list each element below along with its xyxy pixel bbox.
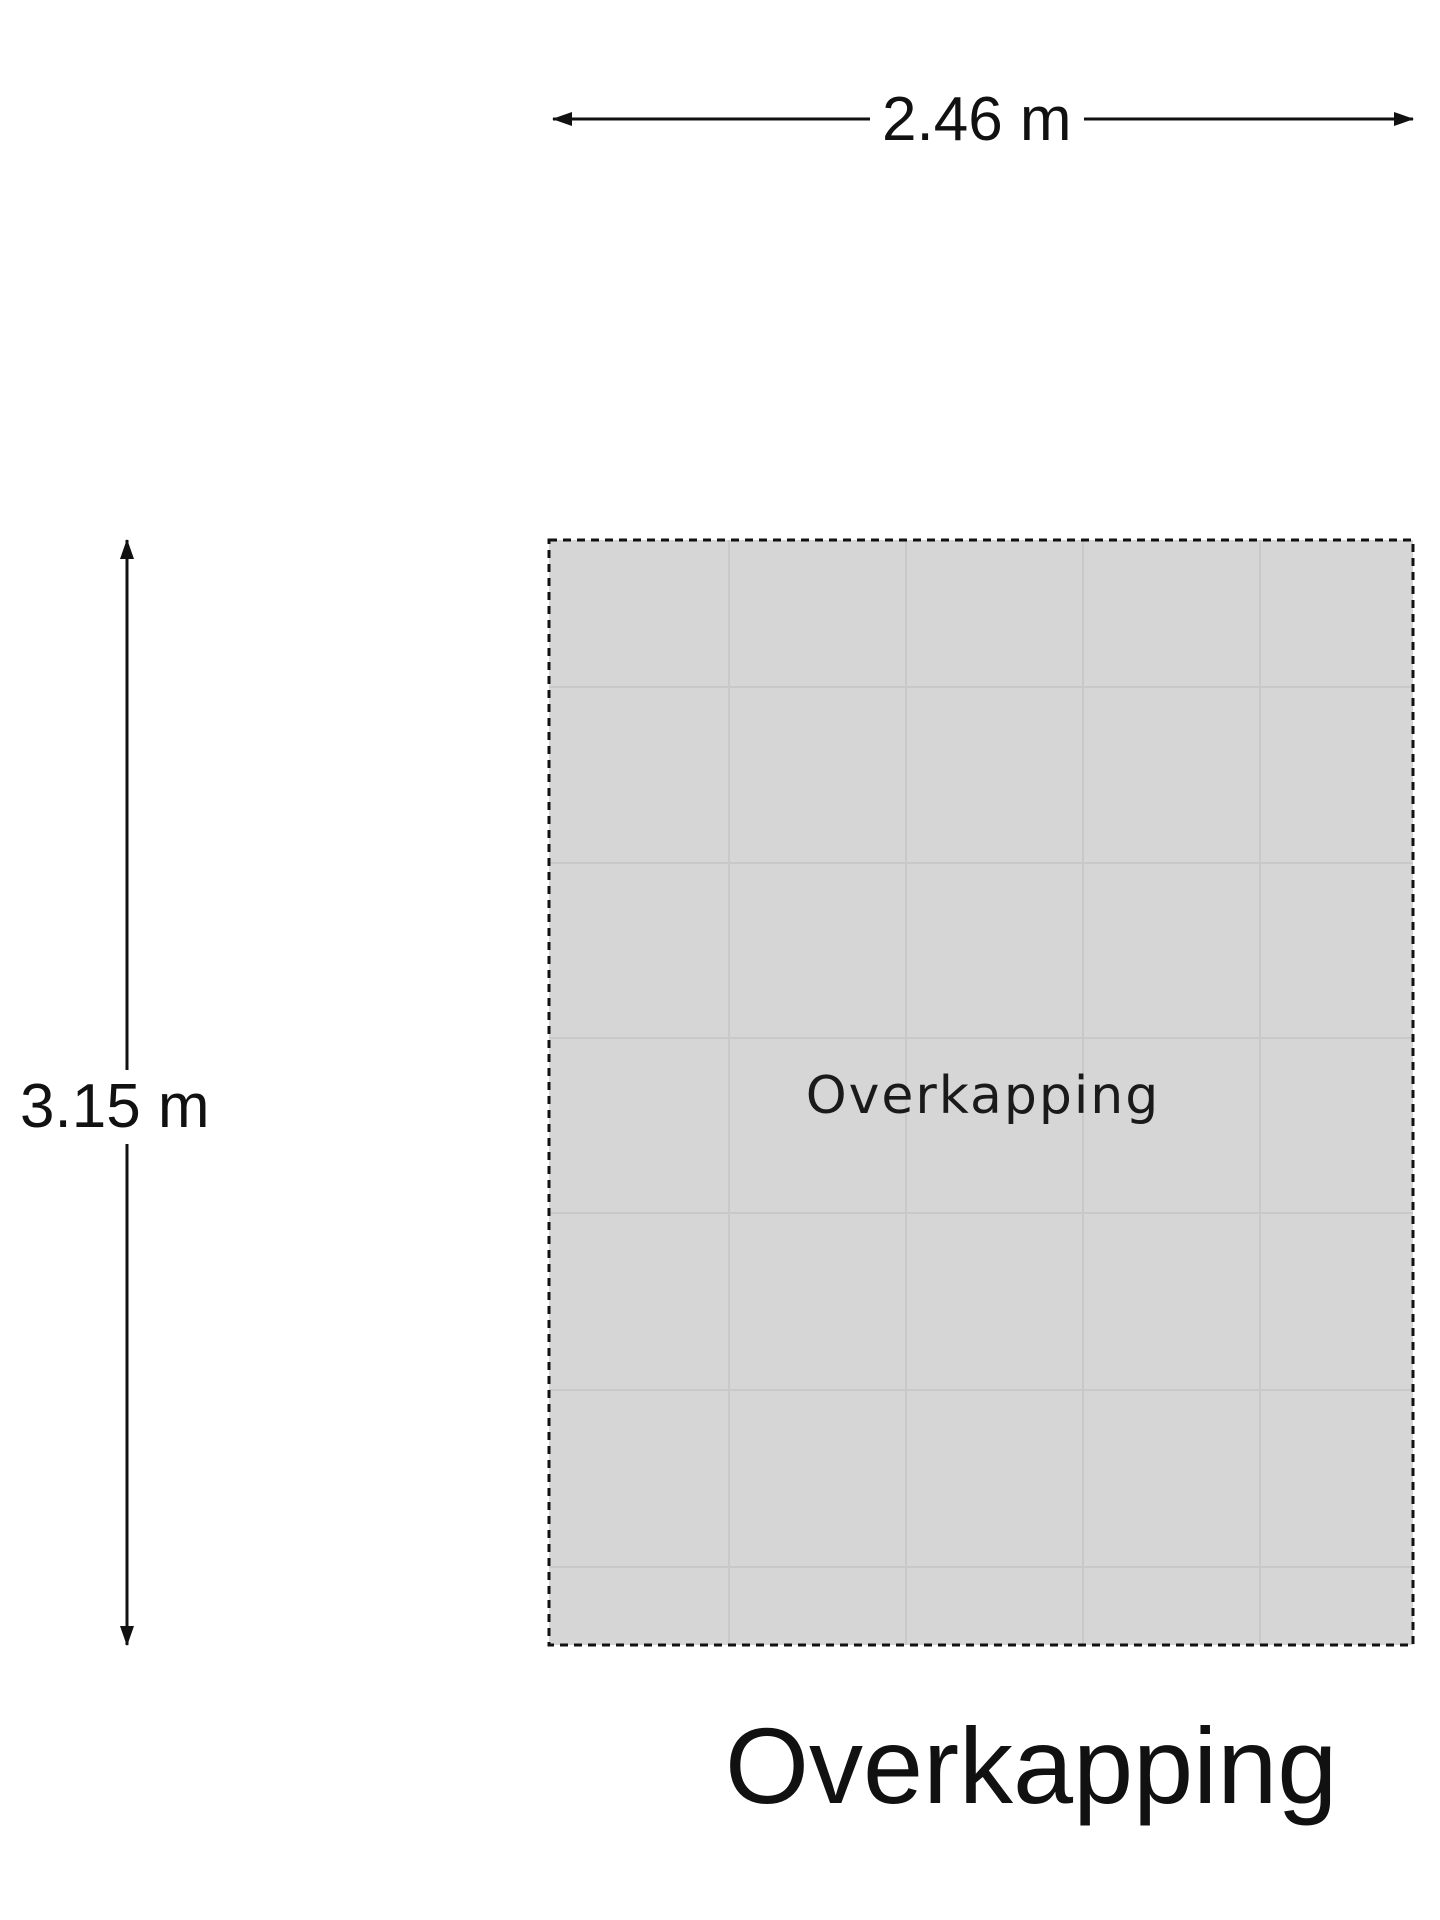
room-overkapping	[547, 538, 1415, 1647]
room-fill	[549, 540, 1413, 1645]
room-label: Overkapping	[805, 1066, 1161, 1126]
room-outline	[547, 538, 1415, 1647]
floor-title: Overkapping	[725, 1705, 1338, 1826]
tile-grid	[549, 540, 1413, 1645]
height-dimension-label: 3.15 m	[20, 1070, 210, 1144]
width-dimension-label: 2.46 m	[870, 89, 1084, 151]
